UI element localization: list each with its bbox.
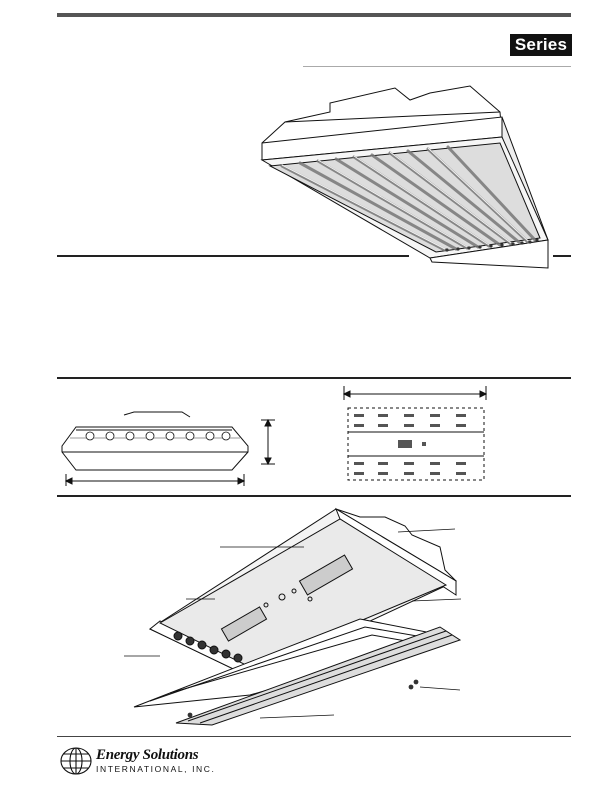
footer-rule xyxy=(57,736,571,737)
fixture-plan-view-diagram xyxy=(342,386,488,481)
section-rule-1 xyxy=(57,255,409,257)
company-subtitle: INTERNATIONAL, INC. xyxy=(96,764,216,774)
fixture-side-profile-diagram xyxy=(61,411,275,486)
fixture-iso-illustration xyxy=(260,85,549,269)
fixture-exploded-view-diagram xyxy=(124,507,462,726)
section-rule-3 xyxy=(57,495,571,497)
top-rule xyxy=(57,13,571,17)
company-logo-text: Energy Solutions INTERNATIONAL, INC. xyxy=(96,748,216,775)
globe-logo-icon xyxy=(60,747,92,775)
section-rule-2 xyxy=(57,377,571,379)
company-name: Energy Solutions xyxy=(96,747,199,763)
series-badge: Series xyxy=(510,34,572,56)
section-rule-1-end xyxy=(553,255,571,257)
header-hairline xyxy=(303,66,571,67)
